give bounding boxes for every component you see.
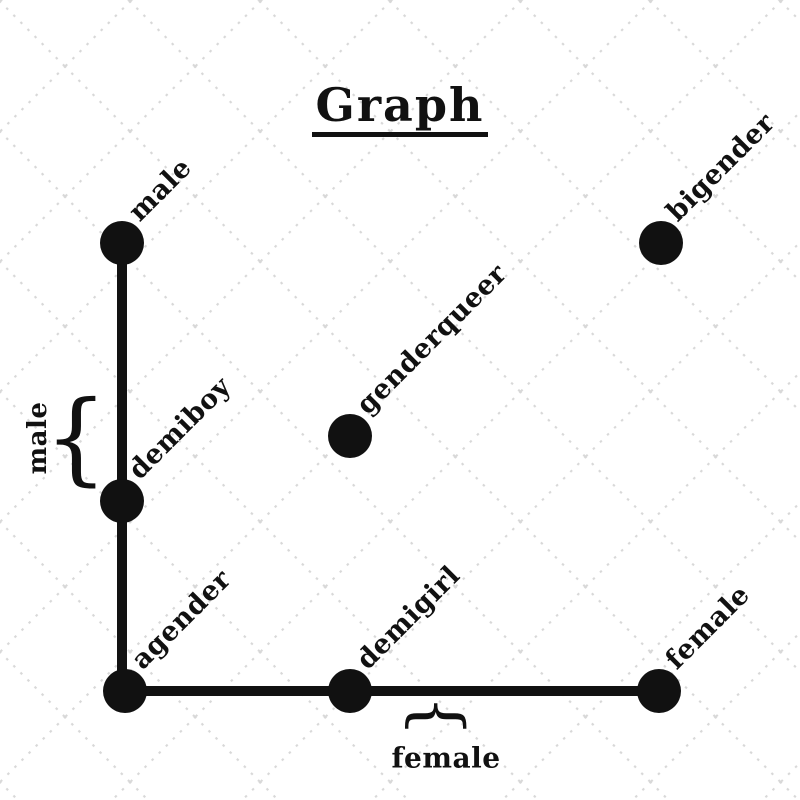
bottom-brace-label: female <box>391 741 501 775</box>
node-female <box>637 669 681 713</box>
page-title: Graph <box>311 80 489 137</box>
left-brace-label: male <box>23 401 53 475</box>
node-bigender <box>639 221 683 265</box>
node-male <box>100 221 144 265</box>
bottom-brace-icon: { <box>400 695 477 737</box>
left-brace-icon: { <box>44 379 108 496</box>
node-agender <box>103 669 147 713</box>
node-genderqueer <box>328 414 372 458</box>
node-demigirl <box>328 669 372 713</box>
edge-agender-demigirl-female <box>125 686 659 696</box>
edge-male-demiboy-agender <box>117 243 127 691</box>
node-demiboy <box>100 479 144 523</box>
title-wrap: Graph <box>0 80 800 137</box>
